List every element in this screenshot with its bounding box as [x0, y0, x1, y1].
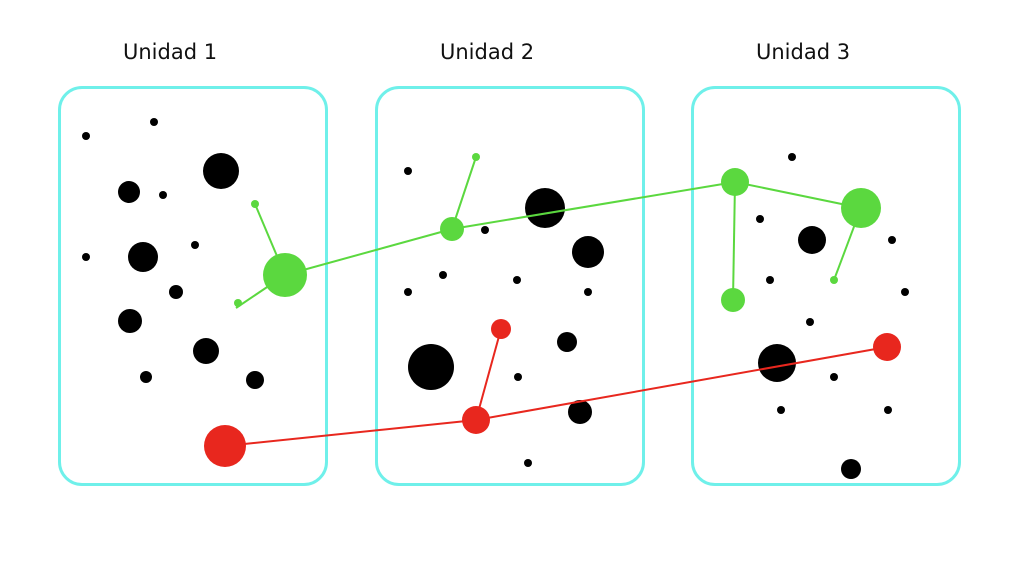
node	[82, 253, 90, 261]
node	[404, 288, 412, 296]
node	[439, 271, 447, 279]
node	[82, 132, 90, 140]
green-edge	[451, 181, 736, 230]
green-node	[251, 200, 259, 208]
node	[584, 288, 592, 296]
unit-1-frame	[58, 86, 328, 486]
node	[408, 344, 454, 390]
node	[128, 242, 158, 272]
node	[191, 241, 199, 249]
red-node	[873, 333, 901, 361]
node	[884, 406, 892, 414]
red-node	[462, 406, 490, 434]
red-edge	[224, 419, 477, 447]
red-path	[224, 328, 888, 447]
node	[159, 191, 167, 199]
node	[758, 344, 796, 382]
node	[193, 338, 219, 364]
node	[766, 276, 774, 284]
node	[404, 167, 412, 175]
node	[756, 215, 764, 223]
node	[777, 406, 785, 414]
green-edge	[734, 181, 862, 209]
green-node	[841, 188, 881, 228]
green-edge	[732, 181, 736, 301]
red-edge	[475, 328, 502, 421]
node	[203, 153, 239, 189]
node	[798, 226, 826, 254]
node	[150, 118, 158, 126]
green-node	[440, 217, 464, 241]
green-edge	[451, 156, 477, 230]
unit-3-title: Unidad 3	[756, 40, 851, 64]
node	[481, 226, 489, 234]
node	[118, 309, 142, 333]
green-edge	[284, 228, 453, 276]
unit-3-frame	[691, 86, 961, 486]
node	[572, 236, 604, 268]
node	[514, 373, 522, 381]
green-node	[472, 153, 480, 161]
node	[841, 459, 861, 479]
red-node	[491, 319, 511, 339]
node	[830, 373, 838, 381]
green-node	[234, 299, 242, 307]
green-node	[263, 253, 307, 297]
green-path	[235, 156, 862, 309]
unit-1-title: Unidad 1	[123, 40, 218, 64]
node	[568, 400, 592, 424]
node	[118, 181, 140, 203]
red-edge	[475, 346, 888, 421]
green-node	[830, 276, 838, 284]
node	[169, 285, 183, 299]
unit-2-title: Unidad 2	[440, 40, 535, 64]
node	[524, 459, 532, 467]
node	[525, 188, 565, 228]
red-node	[204, 425, 246, 467]
node	[888, 236, 896, 244]
node	[901, 288, 909, 296]
node	[788, 153, 796, 161]
background-nodes	[82, 118, 909, 479]
node	[513, 276, 521, 284]
green-nodes	[234, 153, 881, 312]
node	[140, 371, 152, 383]
node	[557, 332, 577, 352]
green-node	[721, 288, 745, 312]
green-node	[721, 168, 749, 196]
node	[246, 371, 264, 389]
node	[806, 318, 814, 326]
unit-2-frame	[375, 86, 645, 486]
red-nodes	[204, 319, 901, 467]
